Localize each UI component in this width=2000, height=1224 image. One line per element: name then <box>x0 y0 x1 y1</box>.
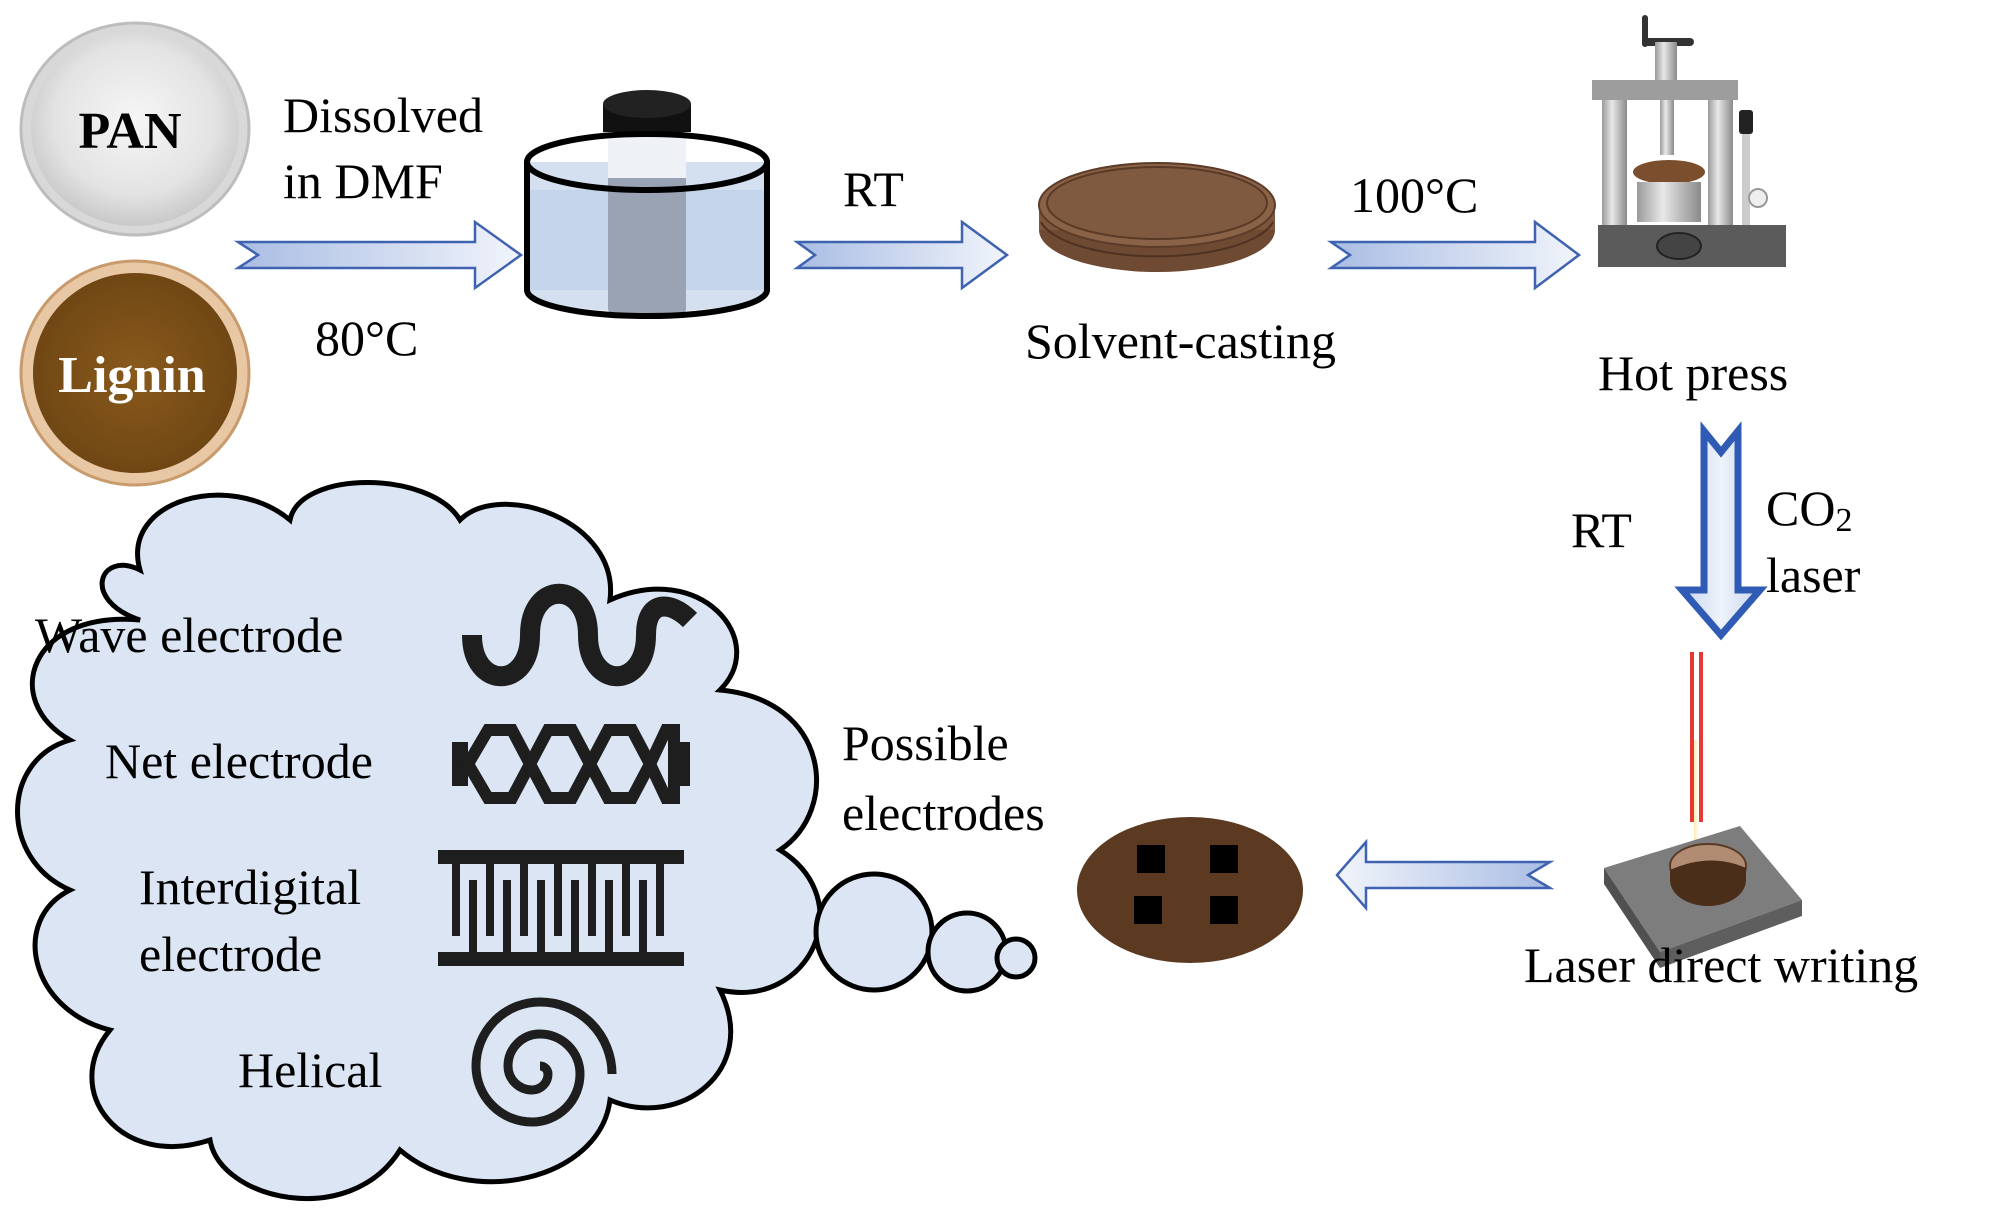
interdigital-electrode-label-line2: electrode <box>139 926 322 982</box>
patterned-film-disc-icon <box>1077 817 1303 963</box>
laser-condition: RT <box>1571 502 1632 558</box>
net-electrode-label: Net electrode <box>105 733 373 789</box>
helical-electrode-label: Helical <box>238 1042 382 1098</box>
laser-word: laser <box>1766 547 1861 603</box>
helical-electrode-icon <box>471 997 617 1127</box>
dissolve-label-line2: in DMF <box>283 153 443 209</box>
pan-label: PAN <box>78 103 181 160</box>
lignin-powder-dish: Lignin <box>19 259 251 487</box>
wave-electrode-icon <box>462 583 698 687</box>
laser-type: CO2 <box>1766 480 1852 539</box>
casting-condition: RT <box>843 161 904 217</box>
laser-writing-label: Laser direct writing <box>1524 937 1918 993</box>
dissolve-arrow <box>233 219 524 291</box>
thought-cloud <box>15 480 1038 1201</box>
pan-powder-dish: PAN <box>19 21 251 237</box>
possible-electrodes-caption-line2: electrodes <box>842 785 1045 841</box>
patterning-result-arrow <box>1335 838 1555 912</box>
casting-arrow <box>793 219 1010 291</box>
press-temperature: 100°C <box>1350 167 1478 223</box>
press-label: Hot press <box>1598 345 1788 401</box>
interdigital-electrode-label-line1: Interdigital <box>139 859 361 915</box>
casting-label: Solvent-casting <box>1025 313 1336 369</box>
hot-press-arrow <box>1326 219 1582 291</box>
net-electrode-icon <box>452 724 690 804</box>
water-bath-beaker-icon <box>524 90 770 319</box>
laser-arrow <box>1674 421 1768 641</box>
dissolve-label-line1: Dissolved <box>283 87 483 143</box>
possible-electrodes-caption-line1: Possible <box>842 715 1009 771</box>
petri-dish-film-icon <box>1038 162 1276 272</box>
laser-writing-setup-icon <box>1604 652 1802 968</box>
dissolve-temperature: 80°C <box>315 310 418 366</box>
interdigital-electrode-icon <box>438 850 684 966</box>
hot-press-machine-icon <box>1592 15 1786 267</box>
wave-electrode-label: Wave electrode <box>35 607 343 663</box>
lignin-label: Lignin <box>58 347 205 404</box>
